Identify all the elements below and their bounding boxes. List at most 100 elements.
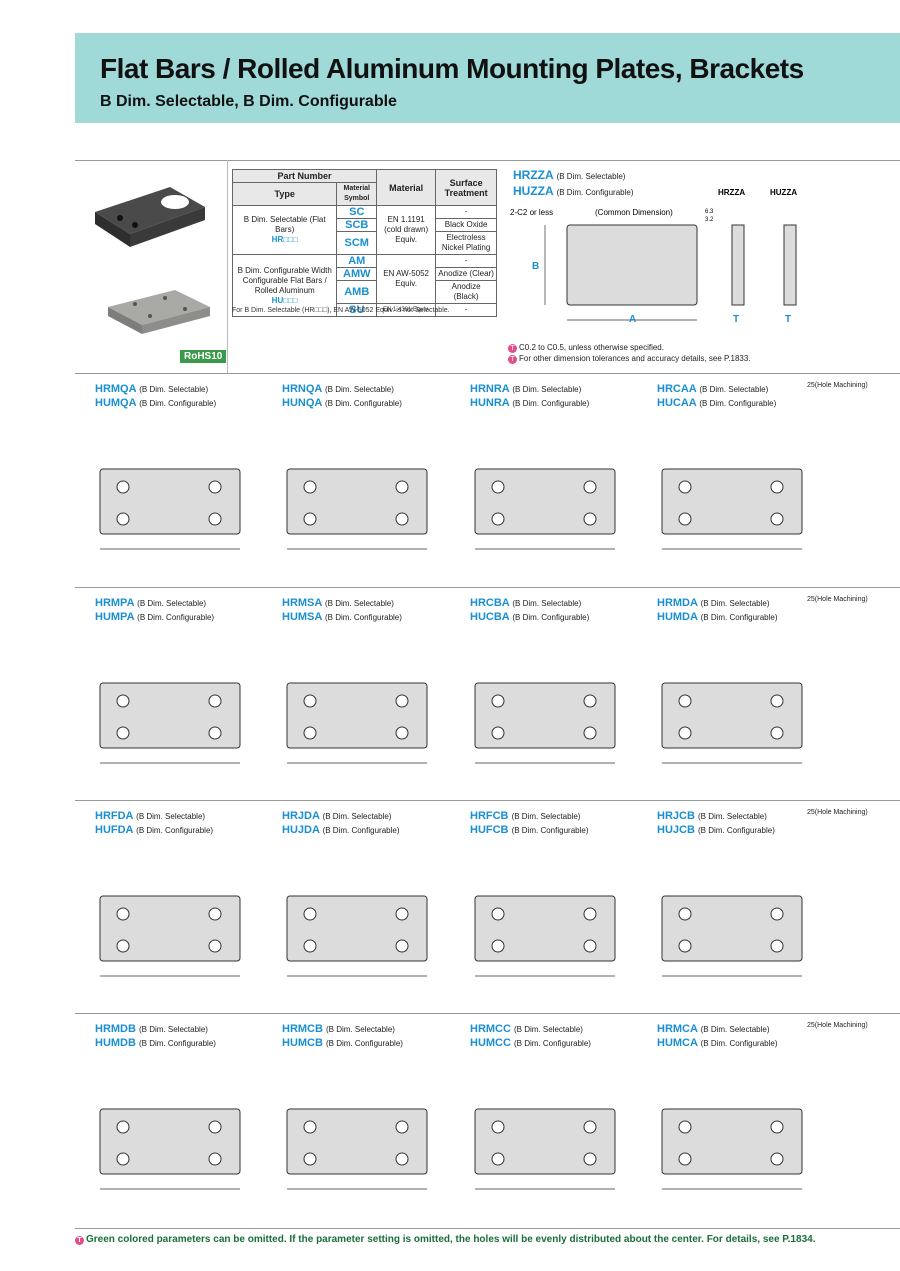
- tag-selectable: (B Dim. Selectable): [699, 385, 769, 394]
- tag-configurable: (B Dim. Configurable): [512, 399, 590, 408]
- hole: [583, 480, 597, 494]
- dim-t: T: [785, 314, 791, 325]
- hole: [678, 694, 692, 708]
- tip-icon: T: [508, 344, 517, 353]
- hole: [770, 726, 784, 740]
- hole: [395, 480, 409, 494]
- material-symbol: AMB: [336, 280, 378, 304]
- plate-drawing: [474, 682, 616, 764]
- part-name-selectable: HRMPA: [95, 597, 135, 609]
- hole: [208, 694, 222, 708]
- part-tag: (B Dim. Selectable): [556, 172, 626, 181]
- hole: [395, 1152, 409, 1166]
- tag-selectable: (B Dim. Selectable): [325, 385, 394, 394]
- divider: [227, 160, 228, 373]
- hole: [303, 694, 317, 708]
- hole: [678, 512, 692, 526]
- part-names: HRMCC (B Dim. Selectable)HUMCC (B Dim. C…: [470, 1022, 591, 1050]
- hole: [770, 907, 784, 921]
- drawing-cell: HRMQA (B Dim. Selectable)HUMQA (B Dim. C…: [75, 374, 265, 579]
- drawing-cell: HRJDA (B Dim. Selectable)HUJDA (B Dim. C…: [262, 801, 452, 1006]
- drawing-cell: HRCAA (B Dim. Selectable)HUCAA (B Dim. C…: [637, 374, 868, 579]
- tag-selectable: (B Dim. Selectable): [139, 385, 209, 394]
- part-names: HRMQA (B Dim. Selectable)HUMQA (B Dim. C…: [95, 382, 216, 410]
- hole: [770, 694, 784, 708]
- part-names: HRNRA (B Dim. Selectable)HUNRA (B Dim. C…: [470, 382, 589, 410]
- part-names: HRMDB (B Dim. Selectable)HUMDB (B Dim. C…: [95, 1022, 216, 1050]
- drawing-cell: HRNRA (B Dim. Selectable)HUNRA (B Dim. C…: [450, 374, 640, 579]
- roughness-value: 25: [807, 809, 815, 816]
- part-names: HRCBA (B Dim. Selectable)HUCBA (B Dim. C…: [470, 596, 589, 624]
- tag-configurable: (B Dim. Configurable): [136, 826, 214, 835]
- tip-icon: T: [508, 355, 517, 364]
- hole-machining-mark: 25(Hole Machining): [807, 809, 868, 816]
- plate-drawing: [99, 895, 241, 977]
- drawing-cell: HRCBA (B Dim. Selectable)HUCBA (B Dim. C…: [450, 588, 640, 793]
- hole: [116, 1152, 130, 1166]
- plate-outline: [286, 1108, 428, 1175]
- tag-configurable: (B Dim. Configurable): [514, 1039, 591, 1048]
- part-names: HRJDA (B Dim. Selectable)HUJDA (B Dim. C…: [282, 809, 399, 837]
- hole: [583, 939, 597, 953]
- tag-selectable: (B Dim. Selectable): [700, 599, 770, 608]
- tag-selectable: (B Dim. Selectable): [322, 812, 392, 821]
- footer-text: Green colored parameters can be omitted.…: [86, 1234, 816, 1245]
- plate-drawing: [661, 1108, 803, 1190]
- header-band: Flat Bars / Rolled Aluminum Mounting Pla…: [75, 33, 900, 123]
- hole: [678, 1120, 692, 1134]
- tag-selectable: (B Dim. Selectable): [512, 599, 582, 608]
- divider: [75, 1013, 900, 1014]
- tag-selectable: (B Dim. Selectable): [136, 812, 206, 821]
- tag-configurable: (B Dim. Configurable): [322, 826, 400, 835]
- common-dimension-drawing: 2-C2 or less (Common Dimension) A B HRZZ…: [510, 188, 797, 325]
- surface-value: Anodize (Black): [435, 280, 497, 304]
- hole: [303, 939, 317, 953]
- hole: [491, 512, 505, 526]
- hole: [770, 512, 784, 526]
- material-symbol: SC: [336, 205, 378, 219]
- part-name-configurable: HUNRA: [470, 397, 510, 409]
- hole: [208, 939, 222, 953]
- hole: [303, 726, 317, 740]
- divider: [75, 800, 900, 801]
- part-name-selectable: HRJDA: [282, 810, 320, 822]
- part-name: HUZZA: [513, 184, 554, 198]
- pn-table-note: For B Dim. Selectable (HR□□□), EN AW-505…: [232, 307, 450, 314]
- drawing-cell: HRJCB (B Dim. Selectable)HUJCB (B Dim. C…: [637, 801, 868, 1006]
- hole: [208, 512, 222, 526]
- part-name-configurable: HUMCA: [657, 1037, 698, 1049]
- part-name-configurable: HUMCC: [470, 1037, 511, 1049]
- hole: [770, 939, 784, 953]
- plate-outline: [474, 682, 616, 749]
- drawing-cell: HRFDA (B Dim. Selectable)HUFDA (B Dim. C…: [75, 801, 265, 1006]
- plate-outline: [99, 682, 241, 749]
- roughness-value: 25: [807, 382, 815, 389]
- type-configurable-code: HU□□□: [271, 295, 298, 305]
- material-symbol: AMW: [336, 267, 378, 281]
- part-names: HRJCB (B Dim. Selectable)HUJCB (B Dim. C…: [657, 809, 775, 837]
- type-configurable-label: B Dim. Configurable Width Configurable F…: [237, 265, 332, 295]
- type-selectable-label: B Dim. Selectable (Flat Bars): [243, 215, 326, 234]
- hole: [583, 1120, 597, 1134]
- hole: [395, 512, 409, 526]
- plate-drawing: [286, 895, 428, 977]
- type-selectable-code: HR□□□: [271, 235, 298, 244]
- hole: [678, 480, 692, 494]
- drawing-cell: HRNQA (B Dim. Selectable)HUNQA (B Dim. C…: [262, 374, 452, 579]
- material-name: EN 1.1191 (cold drawn) Equiv.: [376, 205, 437, 255]
- drawing-cell: HRMCA (B Dim. Selectable)HUMCA (B Dim. C…: [637, 1014, 868, 1219]
- hole: [395, 694, 409, 708]
- part-names: HRFDA (B Dim. Selectable)HUFDA (B Dim. C…: [95, 809, 213, 837]
- plate-drawing: [99, 682, 241, 764]
- tag-selectable: (B Dim. Selectable): [325, 599, 394, 608]
- part-name-selectable: HRNRA: [470, 383, 510, 395]
- part-name-configurable: HUJCB: [657, 824, 695, 836]
- part-name-selectable: HRFDA: [95, 810, 134, 822]
- tag-configurable: (B Dim. Configurable): [325, 613, 402, 622]
- part-names: HRMSA (B Dim. Selectable)HUMSA (B Dim. C…: [282, 596, 402, 624]
- part-name: HRZZA: [513, 168, 554, 182]
- part-name-configurable: HUMPA: [95, 611, 135, 623]
- part-name-selectable: HRMDB: [95, 1023, 136, 1035]
